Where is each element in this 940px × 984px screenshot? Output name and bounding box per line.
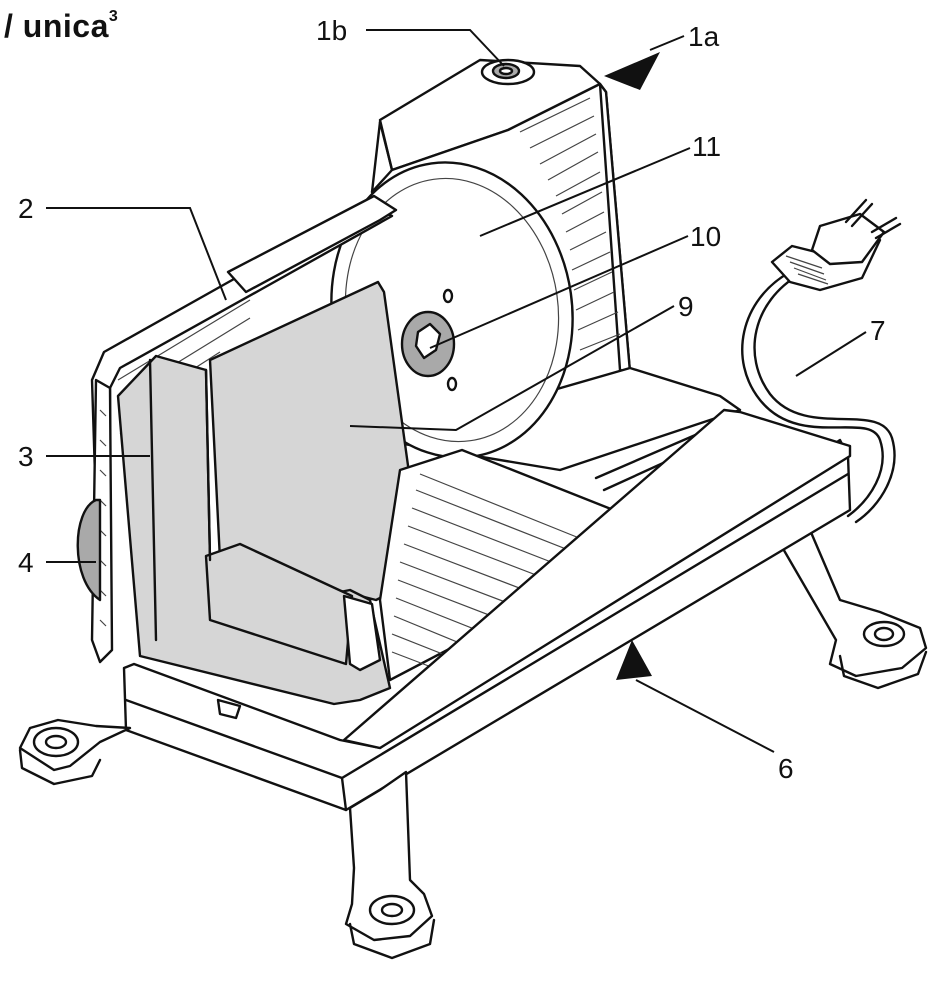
callout-6: 6 bbox=[778, 753, 794, 784]
callout-9: 9 bbox=[678, 291, 694, 322]
callout-1b: 1b bbox=[316, 15, 347, 46]
callout-7: 7 bbox=[870, 315, 886, 346]
leg-front-center bbox=[344, 770, 436, 960]
power-switch bbox=[480, 58, 536, 86]
callout-11: 11 bbox=[692, 131, 721, 162]
callout-4: 4 bbox=[18, 547, 34, 578]
leg-front-left bbox=[18, 718, 132, 786]
product-name: / unica bbox=[4, 8, 109, 44]
callout-2: 2 bbox=[18, 193, 34, 224]
arrow-6 bbox=[616, 640, 652, 680]
base-frame bbox=[122, 408, 852, 812]
leader-1a bbox=[649, 35, 685, 51]
callout-3: 3 bbox=[18, 441, 34, 472]
slide-guide-frame bbox=[90, 194, 398, 664]
power-plug bbox=[770, 198, 902, 292]
leader-9 bbox=[349, 305, 675, 432]
product-title: / unica3 bbox=[4, 8, 118, 45]
leader-6 bbox=[635, 679, 775, 753]
arrow-1a bbox=[604, 52, 660, 90]
leg-rear-right bbox=[776, 528, 928, 690]
leader-7 bbox=[795, 331, 867, 377]
callout-1a: 1a bbox=[688, 21, 720, 52]
leader-11 bbox=[479, 147, 691, 237]
leader-1b bbox=[366, 29, 505, 67]
thickness-knob bbox=[76, 498, 102, 602]
food-holder bbox=[116, 354, 392, 706]
leader-2 bbox=[46, 207, 227, 301]
callout-labels: 1b 1a 11 2 10 9 7 3 4 6 bbox=[18, 15, 886, 784]
blade-center-hub bbox=[400, 288, 458, 392]
leader-lines bbox=[46, 29, 867, 753]
callout-10: 10 bbox=[690, 221, 721, 252]
product-version-superscript: 3 bbox=[108, 8, 119, 26]
power-cord bbox=[741, 270, 896, 524]
leader-10 bbox=[429, 235, 689, 349]
